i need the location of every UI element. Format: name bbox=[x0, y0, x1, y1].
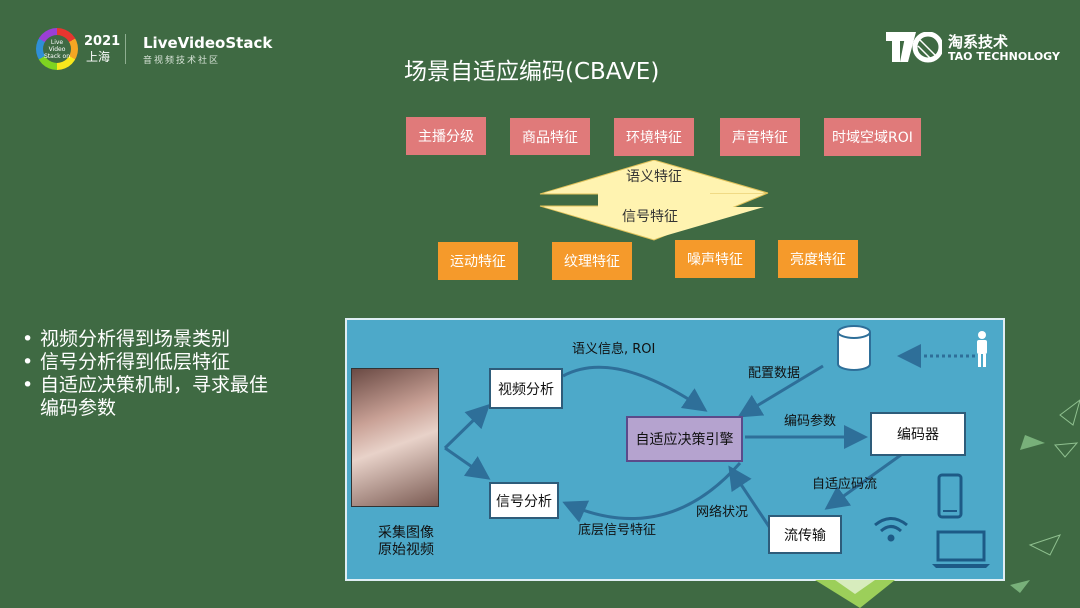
bullet-item: 自适应决策机制，寻求最佳编码参数 bbox=[22, 374, 276, 420]
bullet-item: 信号分析得到低层特征 bbox=[22, 351, 276, 374]
feature-roi: 时域空域ROI bbox=[824, 118, 921, 156]
livestream-video-thumbnail bbox=[351, 368, 439, 507]
wifi-icon bbox=[874, 517, 908, 542]
company-name-en: TAO TECHNOLOGY bbox=[948, 50, 1060, 63]
database-icon bbox=[837, 325, 871, 371]
brand-subtitle: 音视频技术社区 bbox=[143, 56, 221, 66]
feature-texture: 纹理特征 bbox=[552, 242, 632, 280]
feature-product: 商品特征 bbox=[510, 118, 590, 155]
double-arrow-icon bbox=[539, 160, 769, 241]
feature-motion: 运动特征 bbox=[438, 242, 518, 280]
signal-analysis-box: 信号分析 bbox=[489, 482, 559, 519]
header-divider bbox=[125, 34, 126, 64]
semantic-info-label: 语义信息, ROI bbox=[572, 342, 656, 357]
signal-feature-label: 信号特征 bbox=[622, 209, 678, 225]
mobile-phone-icon bbox=[937, 473, 963, 519]
diagram-arrows bbox=[443, 344, 975, 529]
network-status-label: 网络状况 bbox=[696, 505, 749, 520]
semantic-feature-label: 语义特征 bbox=[626, 169, 682, 185]
event-logo-text: Live Video Stack on bbox=[43, 35, 71, 63]
event-city: 上海 bbox=[86, 50, 111, 64]
decorative-shards bbox=[1010, 399, 1080, 593]
feature-anchor-level: 主播分级 bbox=[406, 117, 486, 155]
adaptive-stream-label: 自适应码流 bbox=[812, 477, 878, 492]
encoder-box: 编码器 bbox=[870, 412, 966, 456]
low-level-features-label: 底层信号特征 bbox=[578, 523, 657, 538]
video-analysis-box: 视频分析 bbox=[489, 368, 563, 409]
person-icon bbox=[977, 331, 987, 367]
company-name-cn: 淘系技术 bbox=[948, 33, 1009, 51]
event-year: 2021 bbox=[84, 34, 121, 49]
feature-environment: 环境特征 bbox=[614, 118, 694, 156]
config-data-label: 配置数据 bbox=[748, 366, 801, 381]
encode-params-label: 编码参数 bbox=[784, 414, 837, 429]
decision-engine-box: 自适应决策引擎 bbox=[626, 416, 743, 462]
feature-sound: 声音特征 bbox=[720, 118, 800, 156]
streaming-box: 流传输 bbox=[768, 515, 842, 554]
tao-logo-icon bbox=[886, 32, 942, 63]
capture-label: 采集图像 原始视频 bbox=[378, 525, 434, 558]
feature-brightness: 亮度特征 bbox=[778, 240, 858, 278]
bullet-item: 视频分析得到场景类别 bbox=[22, 328, 276, 351]
decorative-triangle bbox=[815, 580, 895, 608]
feature-noise: 噪声特征 bbox=[675, 240, 755, 278]
laptop-icon bbox=[932, 530, 990, 568]
bullet-list: 视频分析得到场景类别 信号分析得到低层特征 自适应决策机制，寻求最佳编码参数 bbox=[22, 328, 276, 420]
brand-name: LiveVideoStack bbox=[143, 34, 273, 52]
page-title: 场景自适应编码(CBAVE) bbox=[404, 59, 660, 85]
